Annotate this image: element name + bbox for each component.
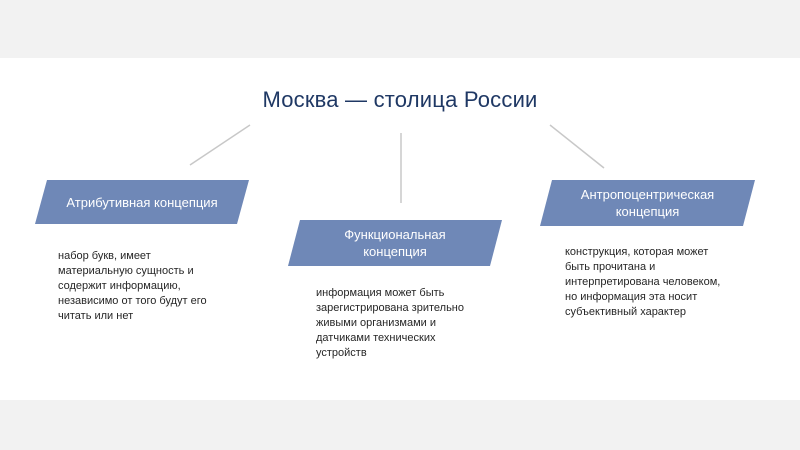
concept-description-anthropocentric: конструкция, которая может быть прочитан…: [565, 246, 721, 318]
concept-label-attributive: Атрибутивная концепция: [66, 194, 218, 210]
concept-label-functional: Функциональная концепция: [344, 227, 446, 259]
concept-box-functional: Функциональная концепция: [288, 220, 502, 266]
connector-left: [189, 124, 251, 166]
concept-description-attributive: набор букв, имеет материальную сущность …: [58, 250, 207, 322]
concept-box-anthropocentric: Антропоцентрическая концепция: [540, 180, 755, 226]
concept-box-attributive: Атрибутивная концепция: [35, 180, 249, 224]
concept-label-anthropocentric: Антропоцентрическая концепция: [580, 187, 715, 219]
connector-right: [549, 124, 605, 169]
concept-description-functional: информация может быть зарегистрирована з…: [316, 287, 464, 359]
diagram-title: Москва — столица России: [262, 87, 538, 112]
